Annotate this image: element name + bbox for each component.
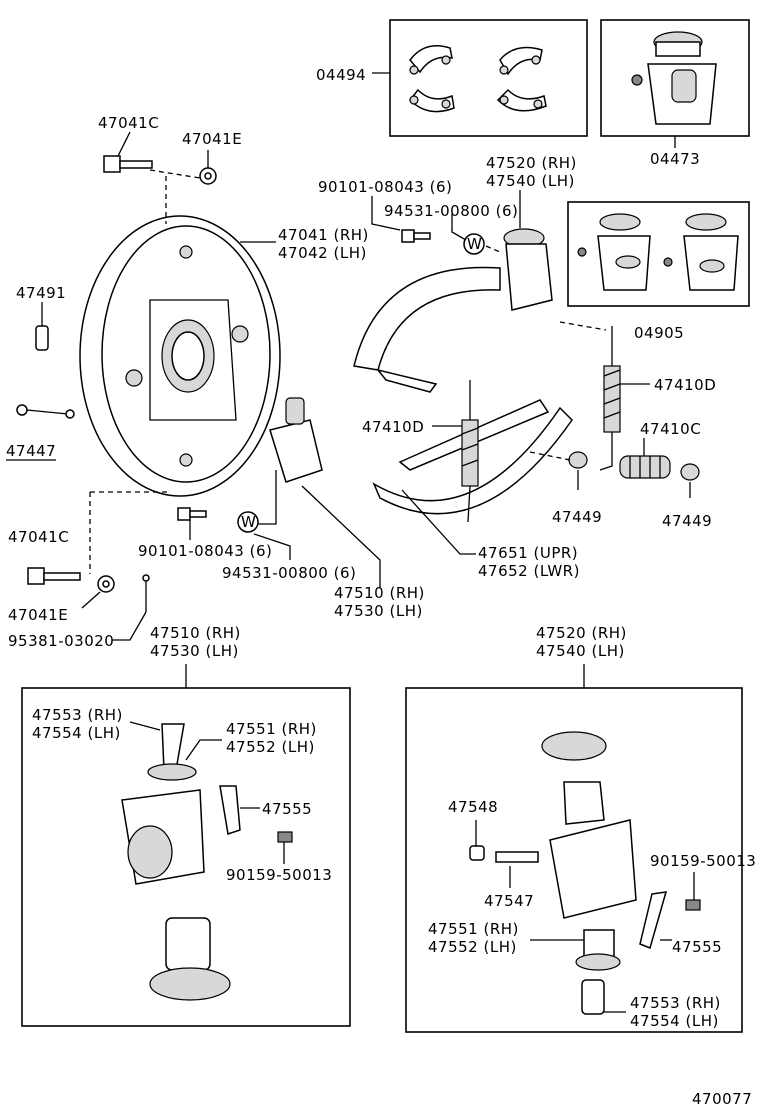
label-shoe-lwr: 47652 (LWR) (478, 562, 580, 580)
label-pin: 47447 (6, 442, 56, 460)
label-04473: 04473 (650, 150, 700, 168)
label-screw-right: 90159-50013 (650, 852, 756, 870)
washer-symbol-b: W (241, 513, 256, 531)
label-spring-d-left: 47410D (362, 418, 424, 436)
spring-c-illustration (619, 455, 671, 479)
bolt-top-illustration (103, 155, 153, 173)
label-nut-top: 47041E (182, 130, 242, 148)
label-adj-bolt-lh-right: 47554 (LH) (630, 1012, 719, 1030)
label-cyl-lower-rh: 47510 (RH) (334, 584, 425, 602)
pin-illustration (16, 404, 75, 419)
label-cotter: 95381-03020 (8, 632, 114, 650)
label-adj-nut-lh-right: 47552 (LH) (428, 938, 517, 956)
label-box-right-rh: 47520 (RH) (536, 624, 627, 642)
detail-box-right (405, 687, 743, 1033)
diagram-id: 470077 (692, 1090, 752, 1108)
label-bolt-top: 47041C (98, 114, 159, 132)
label-bolt-b: 90101-08043 (6) (138, 542, 272, 560)
plug-illustration (35, 325, 49, 351)
cup-a-illustration (568, 451, 588, 469)
detail-left-illustration (121, 723, 293, 1001)
label-box-left-lh: 47530 (LH) (150, 642, 239, 660)
label-cyl-upper-lh: 47540 (LH) (486, 172, 575, 190)
label-nut-bottom: 47041E (8, 606, 68, 624)
backing-plate-illustration (79, 215, 281, 497)
label-04494: 04494 (316, 66, 366, 84)
label-bolt-bottom: 47041C (8, 528, 69, 546)
label-box-right-lh: 47540 (LH) (536, 642, 625, 660)
nut-bottom-illustration (97, 575, 115, 593)
cylinder-kit-upper-illustration (631, 31, 717, 125)
detail-right-illustration (469, 731, 701, 1015)
brake-shoe-upper-illustration (353, 266, 501, 393)
label-backing-plate-lh: 47042 (LH) (278, 244, 367, 262)
label-spring-d-right: 47410D (654, 376, 716, 394)
label-cup-b: 47449 (662, 512, 712, 530)
washer-symbol-a: W (467, 235, 482, 253)
label-adj-bolt-rh-left: 47553 (RH) (32, 706, 123, 724)
kit-box-04905 (567, 201, 750, 307)
label-cap: 47548 (448, 798, 498, 816)
cylinder-kit-right-illustration (577, 213, 739, 291)
label-shoe-upr: 47651 (UPR) (478, 544, 578, 562)
nut-top-illustration (199, 167, 217, 185)
label-cyl-upper-rh: 47520 (RH) (486, 154, 577, 172)
label-washer-b: 94531-00800 (6) (222, 564, 356, 582)
label-bleeder: 47547 (484, 892, 534, 910)
bolt-bottom-illustration (27, 567, 81, 585)
shoe-kit-illustration (408, 45, 547, 113)
label-bolt-a: 90101-08043 (6) (318, 178, 452, 196)
label-adj-bolt-rh-right: 47553 (RH) (630, 994, 721, 1012)
spring-d-right-illustration (599, 326, 621, 471)
bolt-b-illustration (177, 507, 207, 521)
kit-box-04494 (389, 19, 588, 137)
label-adj-bolt-lh-left: 47554 (LH) (32, 724, 121, 742)
label-adj-nut-lh-left: 47552 (LH) (226, 738, 315, 756)
washer-b-illustration: W (237, 511, 259, 533)
label-washer-a: 94531-00800 (6) (384, 202, 518, 220)
wheel-cylinder-upper-illustration (503, 228, 553, 311)
washer-a-illustration: W (463, 233, 485, 255)
label-cyl-lower-lh: 47530 (LH) (334, 602, 423, 620)
label-box-left-rh: 47510 (RH) (150, 624, 241, 642)
label-lever-right: 47555 (672, 938, 722, 956)
label-adj-nut-rh-right: 47551 (RH) (428, 920, 519, 938)
cup-b-illustration (680, 463, 700, 481)
label-lever-left: 47555 (262, 800, 312, 818)
spring-d-left-illustration (461, 380, 479, 523)
cotter-pin-illustration (142, 574, 150, 612)
label-adj-nut-rh-left: 47551 (RH) (226, 720, 317, 738)
label-04905: 04905 (634, 324, 684, 342)
wheel-cylinder-lower-illustration (269, 397, 323, 483)
label-spring-c: 47410C (640, 420, 701, 438)
bolt-a-illustration (401, 229, 431, 243)
label-backing-plate-rh: 47041 (RH) (278, 226, 369, 244)
label-screw-left: 90159-50013 (226, 866, 332, 884)
label-cup-a: 47449 (552, 508, 602, 526)
label-plug: 47491 (16, 284, 66, 302)
